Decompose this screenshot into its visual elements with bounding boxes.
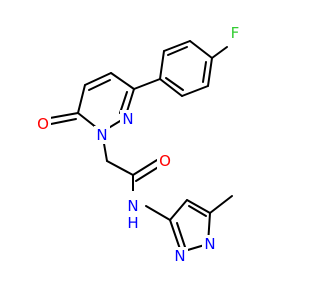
- bond-cf: [211, 46, 228, 59]
- amide-hydrogen-label: H: [127, 214, 138, 232]
- amide-nh-group: N H: [126, 191, 142, 232]
- bond-ch2-co: [106, 160, 134, 176]
- ring-carbonyl-oxygen-label: O: [37, 115, 49, 133]
- bonds: [49, 40, 233, 253]
- bond-phenyl-4: [159, 78, 183, 97]
- ring-nitrogen-1-atom: N: [94, 126, 110, 144]
- bond-pyridazine-6-inner: [119, 91, 128, 114]
- bond-pyridazine-1: [110, 72, 135, 90]
- bond-phenyl-6-inner: [202, 61, 207, 83]
- bond-phenyl-2-inner: [167, 46, 188, 56]
- bond-amide-carbonyl-1: [132, 159, 158, 176]
- bond-phenyl-6: [207, 57, 213, 87]
- pyrazole-nitrogen-2-atom: N: [172, 247, 188, 265]
- ring-carbonyl-oxygen-atom: O: [35, 115, 51, 133]
- bond-pyrazole-5-inner: [176, 222, 186, 248]
- atom-labels: F O N N O N H N N: [35, 24, 243, 265]
- bond-phenyl-2: [163, 40, 191, 52]
- amide-nitrogen-label: N: [127, 197, 138, 215]
- ring-nitrogen-1-label: N: [96, 126, 107, 144]
- bond-phenyl-5: [181, 85, 209, 97]
- bond-phenyl-3: [159, 50, 165, 80]
- pyrazole-nitrogen-2-label: N: [174, 247, 185, 265]
- pyrazole-nitrogen-1-label: N: [204, 235, 215, 253]
- amide-oxygen-label: O: [159, 152, 171, 170]
- molecule-structure-diagram: F O N N O N H N N: [35, 24, 243, 265]
- ring-nitrogen-2-atom: N: [120, 110, 136, 128]
- bond-phenyl-1: [189, 40, 213, 59]
- bond-ring-carbonyl-2: [50, 118, 77, 125]
- bond-amide-carbonyl-2: [135, 165, 161, 182]
- bond-biaryl: [133, 78, 161, 90]
- fluorine-atom: F: [227, 24, 243, 42]
- fluorine-label: F: [231, 24, 240, 42]
- bond-n-methyl: [209, 195, 233, 214]
- bond-pyrazole-1: [169, 199, 188, 221]
- bond-pyridazine-3: [77, 84, 86, 114]
- amide-oxygen-atom: O: [157, 152, 173, 170]
- pyrazole-nitrogen-1-atom: N: [202, 235, 218, 253]
- bond-nh-pyrazole: [145, 205, 171, 221]
- bond-pyridazine-2: [84, 72, 112, 86]
- bond-pyridazine-2-inner: [88, 79, 111, 91]
- bond-phenyl-4-inner: [165, 77, 184, 91]
- bond-pyrazole-5: [169, 219, 182, 253]
- ring-nitrogen-2-label: N: [122, 110, 133, 128]
- bond-ring-carbonyl-1: [49, 112, 79, 119]
- bond-pyrazole-2-inner: [188, 205, 207, 217]
- bond-pyrazole-2: [186, 199, 211, 214]
